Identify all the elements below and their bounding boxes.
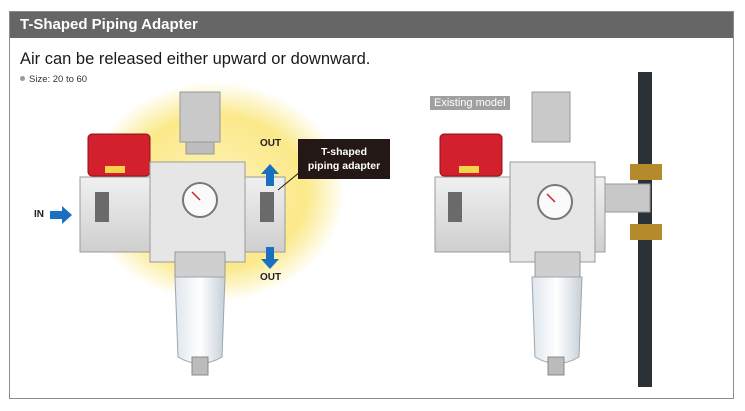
callout-line-1: T-shaped (320, 146, 368, 158)
bullet-icon (20, 76, 25, 81)
out-top-label: OUT (260, 138, 282, 149)
filter-bowl (174, 276, 226, 364)
regulator-knob (179, 91, 221, 143)
red-lock-knob (87, 133, 151, 177)
size-note-text: Size: 20 to 60 (29, 74, 88, 85)
headline: Air can be released either upward or dow… (20, 50, 371, 68)
out-bottom-label: OUT (260, 272, 282, 283)
vertical-pipe (638, 72, 652, 387)
new-model-illustration (50, 82, 345, 376)
size-note: Size: 20 to 60 (20, 74, 87, 85)
t-shaped-adapter-callout: T-shaped piping adapter (298, 139, 390, 179)
arrow-up-icon (261, 164, 279, 186)
in-label: IN (34, 209, 44, 220)
existing-model-badge: Existing model (430, 96, 510, 110)
arrow-down-icon (261, 247, 279, 269)
callout-leader (277, 171, 301, 191)
section-title: T-Shaped Piping Adapter (10, 12, 733, 38)
figure-frame: T-Shaped Piping Adapter Air can be relea… (9, 11, 734, 399)
callout-line-2: piping adapter (307, 160, 381, 172)
arrow-right-icon (50, 206, 72, 224)
